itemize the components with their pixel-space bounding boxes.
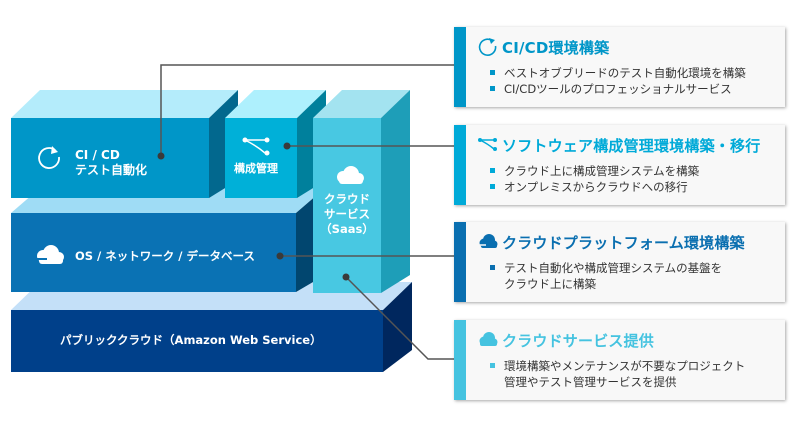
aws-layer-block[interactable] [11, 282, 412, 372]
card-bullet-list: クラウド上に構成管理システムを構築 オンプレミスからクラウドへの移行 [490, 163, 699, 195]
cicd-label-line2: テスト自動化 [75, 163, 148, 177]
refresh-icon [478, 38, 497, 56]
branch-icon [242, 137, 270, 156]
config-block[interactable] [225, 90, 326, 198]
cicd-label-line1: CI / CD [75, 148, 120, 162]
os-label: OS / ネットワーク / データベース [75, 249, 255, 263]
card-accent-bar [454, 320, 466, 400]
card-bullet-item: 環境構築やメンテナンスが不要なプロジェクト [490, 358, 745, 374]
card-title: クラウドプラットフォーム環境構築 [502, 234, 745, 252]
cloud-upload-icon [478, 234, 498, 248]
connector-cicd [160, 64, 454, 156]
cloud-icon [337, 166, 364, 184]
card-bullet-list: テスト自動化や構成管理システムの基盤を クラウド上に構築 [490, 260, 722, 292]
saas-label: クラウド サービス （Saas） [313, 192, 381, 237]
saas-label-line1: クラウド [324, 192, 370, 206]
connector-dots [157, 142, 350, 281]
cicd-label: CI / CD テスト自動化 [75, 148, 147, 178]
card-accent-bar [454, 222, 466, 302]
service-card-cicd[interactable]: CI/CD環境構築 ベストオブブリードのテスト自動化環境を構築 CI/CDツール… [454, 27, 785, 107]
os-layer-block[interactable] [11, 188, 325, 292]
card-bullet-continuation: 管理やテスト管理サービスを提供 [504, 375, 677, 389]
cloud-icon [479, 332, 498, 346]
card-title: CI/CD環境構築 [502, 39, 610, 57]
config-label: 構成管理 [234, 162, 278, 175]
card-bullet-item: クラウド上に構成管理システムを構築 [490, 163, 699, 179]
connector-saas [345, 276, 454, 360]
saas-label-line2: サービス [324, 207, 370, 221]
card-bullet-continuation: クラウド上に構築 [504, 277, 596, 291]
card-title: クラウドサービス提供 [502, 332, 655, 350]
card-bullet-list: ベストオブブリードのテスト自動化環境を構築 CI/CDツールのプロフェッショナル… [490, 65, 746, 97]
refresh-icon [38, 146, 60, 169]
service-card-platform[interactable]: クラウドプラットフォーム環境構築 テスト自動化や構成管理システムの基盤を クラウ… [454, 222, 785, 302]
card-bullet-item: CI/CDツールのプロフェッショナルサービス [490, 81, 746, 97]
saas-label-line3: （Saas） [320, 222, 374, 236]
service-card-config[interactable]: ソフトウェア構成管理環境構築・移行 クラウド上に構成管理システムを構築 オンプレ… [454, 125, 785, 205]
card-accent-bar [454, 125, 466, 205]
branch-icon [478, 138, 497, 151]
service-card-cloud-service[interactable]: クラウドサービス提供 環境構築やメンテナンスが不要なプロジェクト 管理やテスト管… [454, 320, 785, 400]
card-bullet-list: 環境構築やメンテナンスが不要なプロジェクト 管理やテスト管理サービスを提供 [490, 358, 745, 390]
cloud-upload-icon [35, 245, 64, 264]
card-bullet-item: テスト自動化や構成管理システムの基盤を [490, 260, 722, 276]
aws-label: パブリッククラウド（Amazon Web Service） [60, 333, 322, 347]
saas-block[interactable] [313, 90, 410, 293]
card-accent-bar [454, 27, 466, 107]
card-bullet-item: ベストオブブリードのテスト自動化環境を構築 [490, 65, 746, 81]
connector-lines [160, 64, 454, 360]
cicd-block[interactable] [11, 90, 238, 198]
card-title: ソフトウェア構成管理環境構築・移行 [502, 137, 761, 155]
card-bullet-item: オンプレミスからクラウドへの移行 [490, 179, 699, 195]
